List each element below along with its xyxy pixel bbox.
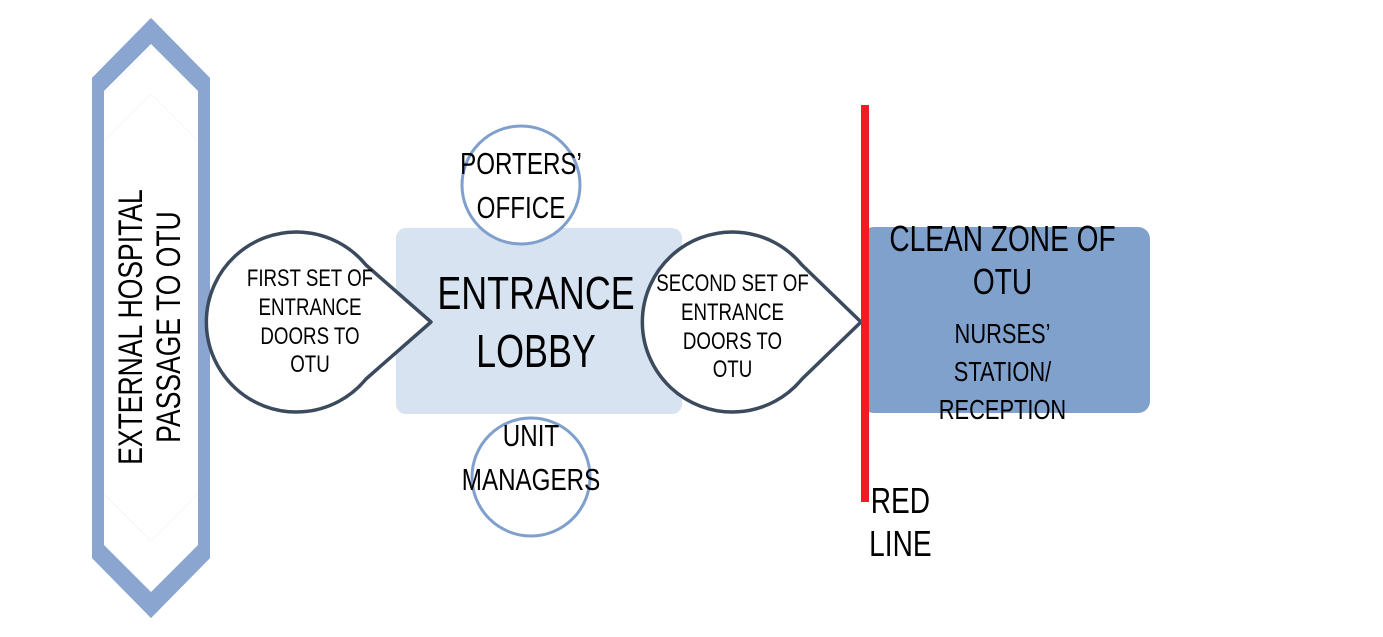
unit-managers-line2: MANAGERS [461, 462, 601, 497]
lobby-label: ENTRANCE LOBBY [437, 262, 634, 382]
passage-band-top [92, 18, 210, 100]
first-doors-line3: OTU [290, 351, 330, 379]
porters-office-circle [460, 124, 582, 246]
red-line-label-text: RED LINE [869, 479, 932, 564]
first-doors-teardrop [204, 230, 433, 414]
unit-managers-circle [470, 416, 592, 538]
red-line [861, 105, 869, 502]
second-doors-line1: SECOND SET OF [656, 269, 809, 297]
passage-inner-panel [104, 94, 198, 541]
second-doors-line2: ENTRANCE DOORS TO [681, 298, 784, 355]
first-doors-line1: FIRST SET OF [246, 264, 374, 292]
passage-chevron-inner-bottom [104, 494, 198, 592]
clean-zone-box [862, 227, 1150, 413]
nurses-station-line2: RECEPTION [938, 394, 1067, 425]
porters-office-line2: OFFICE [476, 190, 566, 225]
second-doors-label: SECOND SET OF ENTRANCE DOORS TO OTU [645, 270, 821, 383]
lobby-line1: ENTRANCE [437, 267, 635, 319]
red-line-label: RED LINE [838, 480, 963, 564]
porters-office-line1: PORTERS’ [460, 146, 582, 181]
clean-zone-title-text: CLEAN ZONE OF OTU [889, 217, 1116, 302]
second-doors-line3: OTU [712, 356, 753, 384]
porters-office-label: PORTERS’ OFFICE [460, 140, 582, 232]
nurses-station-line1: NURSES’ STATION/ [953, 318, 1052, 387]
passage-band-bottom [92, 536, 210, 618]
unit-managers-line1: UNIT [502, 418, 560, 453]
second-doors-teardrop [640, 230, 863, 414]
first-doors-label: FIRST SET OF ENTRANCE DOORS TO OTU [224, 265, 396, 378]
passage-label-line1: EXTERNAL HOSPITAL [112, 189, 150, 465]
lobby-box [396, 228, 682, 414]
first-doors-line2: ENTRANCE DOORS TO [258, 293, 362, 350]
nurses-station-label: NURSES’ STATION/ RECEPTION [915, 318, 1091, 425]
passage-label: EXTERNAL HOSPITAL PASSAGE TO OTU [112, 171, 188, 483]
passage-chevron-inner-top [104, 44, 198, 141]
passage-label-line2: PASSAGE TO OTU [150, 211, 188, 443]
lobby-line2: LOBBY [476, 325, 596, 377]
unit-managers-label: UNIT MANAGERS [461, 412, 601, 504]
clean-zone-title: CLEAN ZONE OF OTU [884, 218, 1122, 302]
